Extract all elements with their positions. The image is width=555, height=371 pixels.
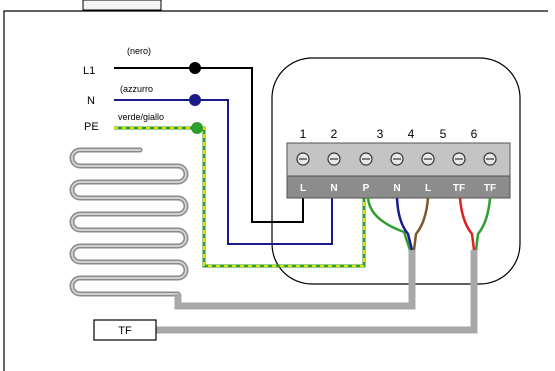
connection-dot-pe [191, 122, 203, 134]
sensor-label: TF [118, 325, 132, 337]
wire-heater-blue [395, 197, 414, 251]
wire-heater-black [412, 197, 430, 251]
terminal-label: P [363, 183, 370, 194]
diagram-frame [3, 10, 548, 371]
terminal-label: L [300, 183, 306, 194]
wire-l1 [114, 67, 304, 223]
terminal-number: 1 [300, 127, 307, 141]
wire-label-l1: L1 [83, 65, 95, 77]
terminal-label-strip [286, 175, 511, 199]
terminal-number: 6 [471, 127, 478, 141]
sensor-cable [156, 250, 478, 334]
wire-heater-green [366, 197, 412, 251]
wire-sensor-red [458, 197, 476, 251]
wire-note-n: (azzurro [120, 84, 153, 94]
wire-note-l1: (nero) [127, 46, 151, 56]
terminal-label: L [425, 183, 431, 194]
heating-cable [69, 147, 189, 297]
heating-cable-lead [174, 250, 416, 310]
wire-label-pe: PE [84, 121, 99, 133]
wire-pe-stripe [114, 127, 365, 267]
terminal-number: 2 [331, 127, 338, 141]
wire-label-n: N [87, 95, 95, 107]
terminal-label: N [330, 183, 337, 194]
terminal-number: 5 [440, 127, 447, 141]
terminal-label: TF [484, 183, 496, 194]
wire-sensor-green [474, 197, 492, 251]
sensor-box [93, 319, 157, 341]
terminal-label: TF [453, 183, 465, 194]
terminal-label: N [393, 183, 400, 194]
connection-dot-n [189, 94, 201, 106]
thermostat-top-stub [82, 0, 162, 11]
heating-cable-inner [71, 149, 187, 295]
connection-dot-l1 [189, 62, 201, 74]
wire-note-pe: verde/giallo [118, 112, 164, 122]
terminal-number: 3 [377, 127, 384, 141]
terminal-number: 4 [408, 127, 415, 141]
